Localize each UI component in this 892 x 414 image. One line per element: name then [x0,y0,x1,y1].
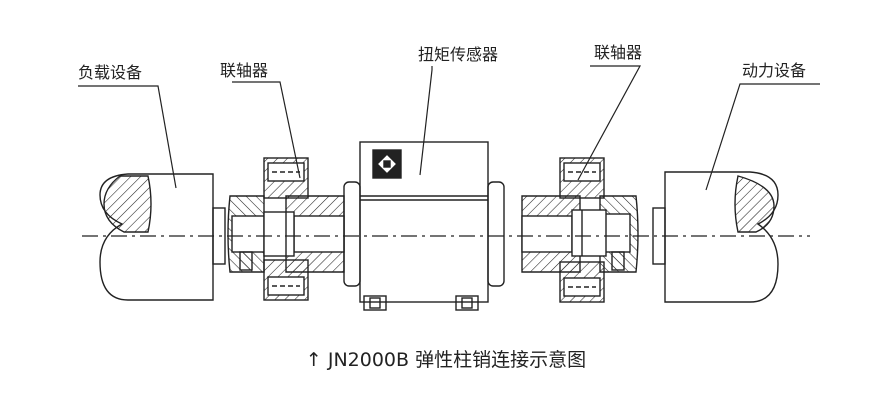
power-equipment [652,171,779,303]
label-coupling-right: 联轴器 [594,43,642,62]
load-equipment [99,173,226,301]
label-coupling-left: 联轴器 [220,61,268,80]
sensor-logo-icon [372,149,402,179]
label-torque-sensor: 扭矩传感器 [418,45,498,64]
torque-sensor [343,141,505,311]
pin-slot [267,276,305,296]
label-power-equipment: 动力设备 [742,61,806,80]
coupling-right [521,157,639,303]
diagram-caption: ↑ JN2000B 弹性柱销连接示意图 [306,349,586,371]
pin-slot [267,162,305,182]
coupling-left [227,157,345,301]
load-shaft-section [103,175,152,233]
power-shaft-section [734,175,775,233]
label-load-equipment: 负载设备 [78,63,142,82]
leader-lines [78,65,820,191]
pin-slot [563,277,601,297]
